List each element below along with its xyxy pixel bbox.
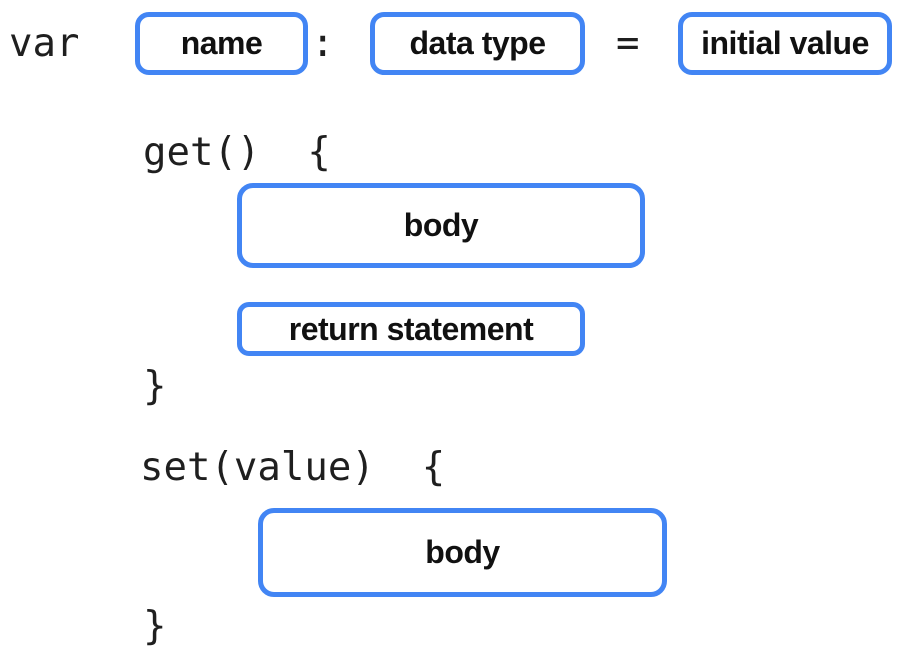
data-type-placeholder-label: data type [409, 25, 546, 61]
initial-value-placeholder-label: initial value [701, 25, 869, 61]
equals-sign: = [616, 21, 640, 66]
getter-close-brace: } [143, 364, 167, 409]
getter-body-placeholder-box: body [237, 183, 645, 268]
getter-body-placeholder-label: body [403, 207, 479, 243]
initial-value-placeholder-box: initial value [678, 12, 892, 75]
name-placeholder-box: name [135, 12, 308, 75]
return-statement-placeholder-box: return statement [237, 302, 585, 356]
colon-separator: : [311, 21, 335, 66]
return-statement-placeholder-label: return statement [288, 310, 534, 347]
data-type-placeholder-box: data type [370, 12, 585, 75]
setter-body-placeholder-box: body [258, 508, 667, 597]
setter-body-placeholder-label: body [425, 534, 500, 570]
var-keyword: var [9, 21, 80, 66]
getter-open-code: get() { [143, 130, 331, 175]
name-placeholder-label: name [180, 25, 263, 61]
setter-open-code: set(value) { [140, 445, 446, 490]
setter-close-brace: } [143, 604, 167, 649]
